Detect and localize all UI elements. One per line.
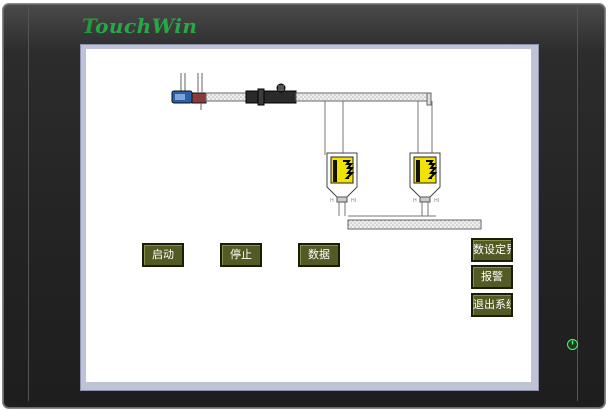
param-settings-button[interactable]: 数设定界 — [471, 238, 513, 262]
hmi-screen — [86, 49, 531, 382]
power-icon[interactable] — [566, 338, 579, 351]
exit-system-button[interactable]: 退出系统 — [471, 293, 513, 317]
start-button[interactable]: 启动 — [142, 243, 184, 267]
data-button[interactable]: 数据 — [298, 243, 340, 267]
bottom-conveyor — [347, 215, 482, 230]
brand-logo: TouchWin — [82, 14, 198, 38]
conveyor-pipe — [205, 83, 432, 106]
motor-icon — [171, 73, 207, 110]
hopper-left-label-a: H — [330, 198, 334, 204]
hopper-right — [409, 152, 441, 216]
hopper-left — [326, 152, 358, 216]
hopper-right-label-a: H — [413, 198, 417, 204]
alarm-button[interactable]: 报警 — [471, 265, 513, 289]
hopper-right-label-b: HI — [434, 198, 439, 204]
stop-button[interactable]: 停止 — [220, 243, 262, 267]
hopper-left-label-b: HI — [351, 198, 356, 204]
bezel-edge — [28, 6, 578, 401]
